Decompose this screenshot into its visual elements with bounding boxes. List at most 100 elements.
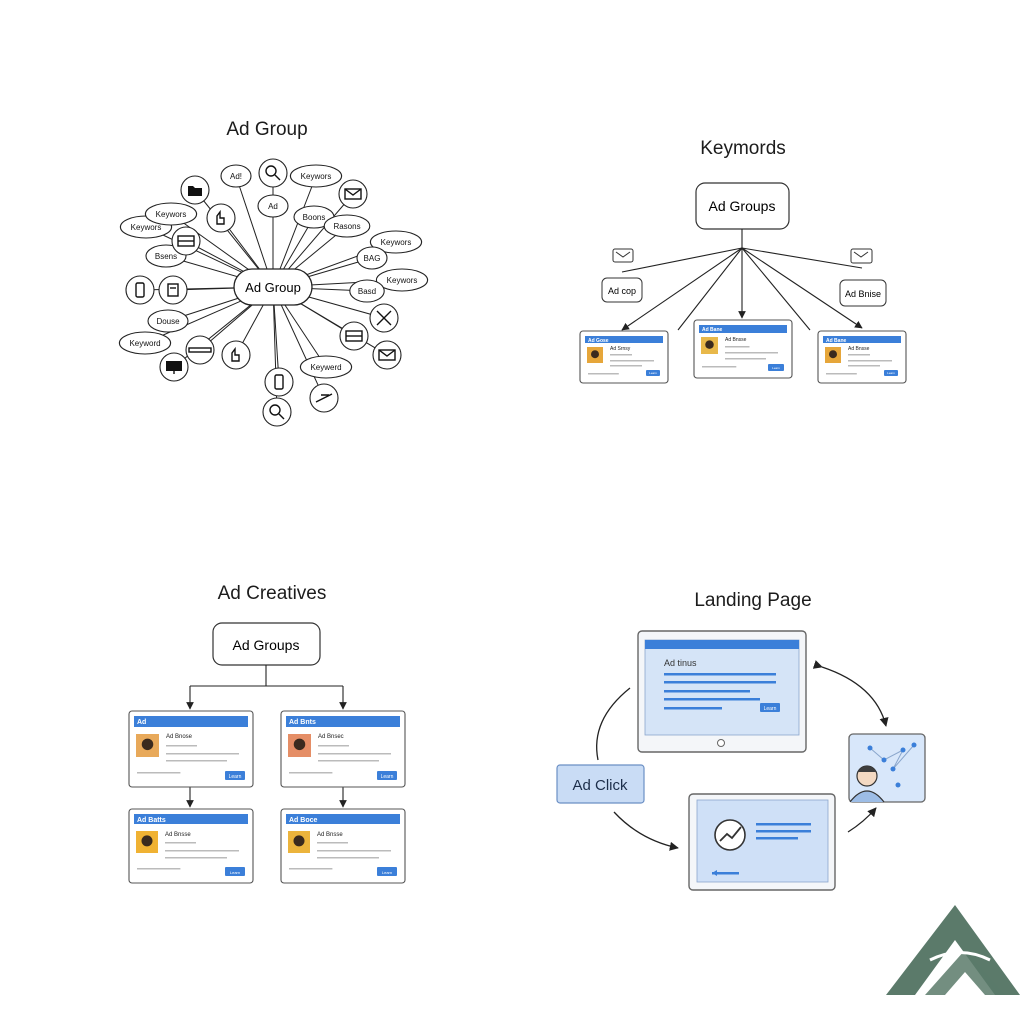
envelope-icon: [850, 248, 873, 264]
ad-card-button[interactable]: Learn: [884, 370, 898, 376]
magnifier-icon[interactable]: [258, 158, 288, 188]
envelope-icon[interactable]: [338, 179, 368, 209]
ad-card-header: Ad: [137, 719, 146, 726]
brand-logo: [886, 905, 1020, 995]
ad-card-headline: Ad Bnose: [166, 734, 193, 740]
svg-text:Keywerd: Keywerd: [310, 363, 341, 372]
keywords-sub-node[interactable]: Ad Bnise: [839, 279, 887, 307]
hub-keyword-node[interactable]: BAG: [356, 246, 388, 270]
phone-icon[interactable]: [264, 367, 294, 397]
ad-card-header: Ad Boce: [289, 817, 318, 824]
svg-text:BAG: BAG: [364, 254, 381, 263]
user-journey-icon: [848, 733, 926, 803]
creatives-root-label: Ad Groups: [233, 637, 300, 653]
search-icon[interactable]: [262, 397, 292, 427]
ad-group-hub-diagram: Ad!KeyworsAdBoonsRasonsKeyworsBAGKeywors…: [118, 158, 429, 427]
svg-text:Learn: Learn: [382, 870, 392, 875]
svg-text:Ad Bnise: Ad Bnise: [845, 289, 881, 299]
hub-keyword-node[interactable]: Douse: [147, 309, 189, 333]
svg-text:Ad cop: Ad cop: [608, 286, 636, 296]
landing-page-diagram: Ad tinus Learn: [556, 630, 926, 891]
keywords-root-node[interactable]: Ad Groups: [695, 182, 790, 230]
ad-group-title: Ad Group: [226, 119, 308, 140]
svg-text:Learn: Learn: [764, 706, 777, 712]
svg-text:Keywors: Keywors: [301, 172, 332, 181]
ad-card-button[interactable]: Learn: [768, 364, 784, 371]
ad-card-headline: Ad Bnsse: [725, 337, 747, 343]
bottle-icon[interactable]: [125, 275, 155, 305]
svg-text:Learn: Learn: [230, 870, 240, 875]
svg-text:Ad!: Ad!: [230, 172, 242, 181]
svg-text:Keywors: Keywors: [131, 223, 162, 232]
svg-text:Keywors: Keywors: [381, 238, 412, 247]
svg-text:Boons: Boons: [303, 213, 326, 222]
hub-keyword-node[interactable]: Keywors: [144, 202, 198, 226]
calculator-icon[interactable]: [171, 226, 201, 256]
clipboard-icon[interactable]: [158, 275, 188, 305]
ad-card-button[interactable]: Learn: [225, 867, 245, 876]
hub-keyword-node[interactable]: Keyword: [118, 331, 172, 355]
ad-card-header: Ad Batts: [137, 817, 166, 824]
hub-keyword-node[interactable]: Keywors: [369, 230, 423, 254]
ad-card-header: Ad Bane: [702, 327, 723, 333]
envelope-icon: [612, 248, 634, 263]
back-arrow-icon: [712, 870, 739, 876]
hub-center-label: Ad Group: [245, 280, 301, 295]
card-icon[interactable]: [339, 321, 369, 351]
folder-icon[interactable]: [180, 175, 210, 205]
bar-icon[interactable]: [185, 335, 215, 365]
svg-text:Learn: Learn: [229, 774, 242, 780]
ad-creatives-title: Ad Creatives: [217, 583, 327, 604]
close-x-icon[interactable]: [369, 303, 399, 333]
ad-card-button[interactable]: Learn: [646, 370, 660, 376]
hub-keyword-node[interactable]: Rasons: [323, 214, 371, 238]
svg-text:Basd: Basd: [358, 287, 376, 296]
ad-card-button[interactable]: Learn: [377, 867, 397, 876]
ad-card-headline: Ad Bnsse: [317, 832, 343, 838]
landing-monitor[interactable]: Ad tinus Learn: [637, 630, 807, 753]
hub-keyword-node[interactable]: Ad: [257, 194, 289, 218]
ad-card-headline: Ad Bnsse: [848, 346, 870, 352]
svg-text:Keywors: Keywors: [387, 276, 418, 285]
svg-text:Learn: Learn: [649, 371, 657, 375]
keywords-sub-node[interactable]: Ad cop: [601, 277, 643, 303]
ad-click-node[interactable]: Ad Click: [556, 764, 645, 804]
landing-tablet[interactable]: [688, 793, 836, 891]
svg-text:Douse: Douse: [156, 317, 180, 326]
landing-page-heading: Ad tinus: [664, 658, 697, 668]
ad-card-button[interactable]: Learn: [377, 771, 397, 780]
landing-page-title: Landing Page: [694, 590, 812, 611]
hub-center-node[interactable]: Ad Group: [233, 268, 313, 306]
monitor-icon[interactable]: [159, 352, 189, 382]
envelope-icon[interactable]: [372, 340, 402, 370]
hub-keyword-node[interactable]: Keywors: [375, 268, 429, 292]
creatives-root-node[interactable]: Ad Groups: [212, 622, 321, 666]
ad-card-button[interactable]: Learn: [225, 771, 245, 780]
hub-keyword-node[interactable]: Keywors: [289, 164, 343, 188]
ad-card-header: Ad Bane: [826, 338, 847, 344]
hand-cursor-icon[interactable]: [221, 340, 251, 370]
hub-keyword-node[interactable]: Keywerd: [299, 355, 353, 379]
hub-keyword-node[interactable]: Basd: [349, 279, 385, 303]
hub-nodes: Ad!KeyworsAdBoonsRasonsKeyworsBAGKeywors…: [118, 158, 429, 427]
tools-icon[interactable]: [309, 383, 339, 413]
ad-click-label: Ad Click: [572, 777, 628, 794]
svg-text:Learn: Learn: [772, 366, 780, 370]
svg-text:Rasons: Rasons: [333, 222, 360, 231]
svg-text:Keyword: Keyword: [129, 339, 160, 348]
chess-icon[interactable]: [206, 203, 236, 233]
landing-page-button[interactable]: Learn: [760, 703, 780, 712]
ad-card-headline: Ad Srnsy: [610, 346, 631, 352]
svg-text:Learn: Learn: [887, 371, 895, 375]
hub-keyword-node[interactable]: Ad!: [220, 164, 252, 188]
